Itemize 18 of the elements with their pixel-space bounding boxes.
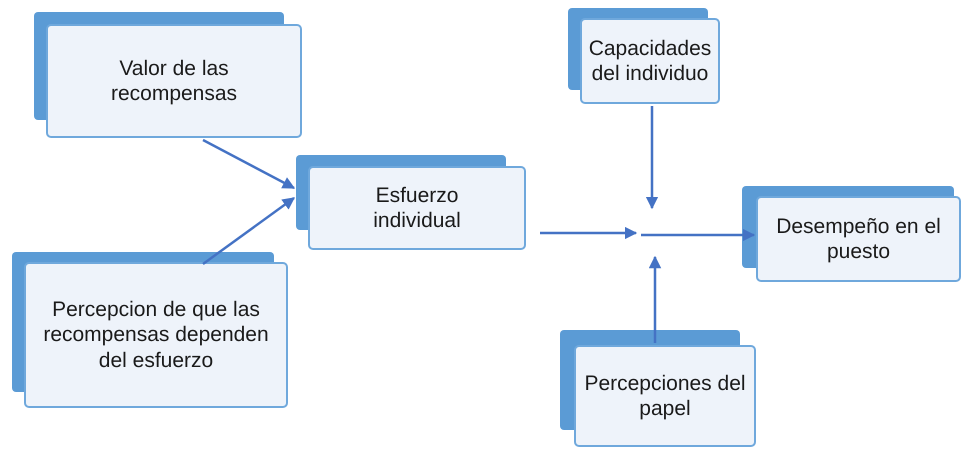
arrow	[540, 226, 638, 240]
box-text: Capacidades del individuo	[588, 36, 712, 86]
box-text: Esfuerzo individual	[372, 182, 462, 234]
arrow	[202, 196, 295, 266]
arrow	[646, 106, 658, 210]
box-text: Valor de las recompensas	[110, 56, 238, 106]
process-box	[46, 24, 302, 138]
process-box	[24, 262, 288, 408]
process-box	[308, 166, 526, 250]
process-box	[756, 196, 961, 282]
process-box	[580, 18, 720, 104]
box-text: Desempeño en el puesto	[775, 214, 942, 264]
process-box	[574, 345, 756, 447]
box-text: Percepcion de que las recompensas dependen del esfuerzo	[42, 297, 270, 373]
arrow	[641, 228, 756, 242]
box-text: Percepciones del papel	[584, 370, 746, 422]
arrow	[648, 256, 662, 343]
arrow	[202, 138, 296, 190]
